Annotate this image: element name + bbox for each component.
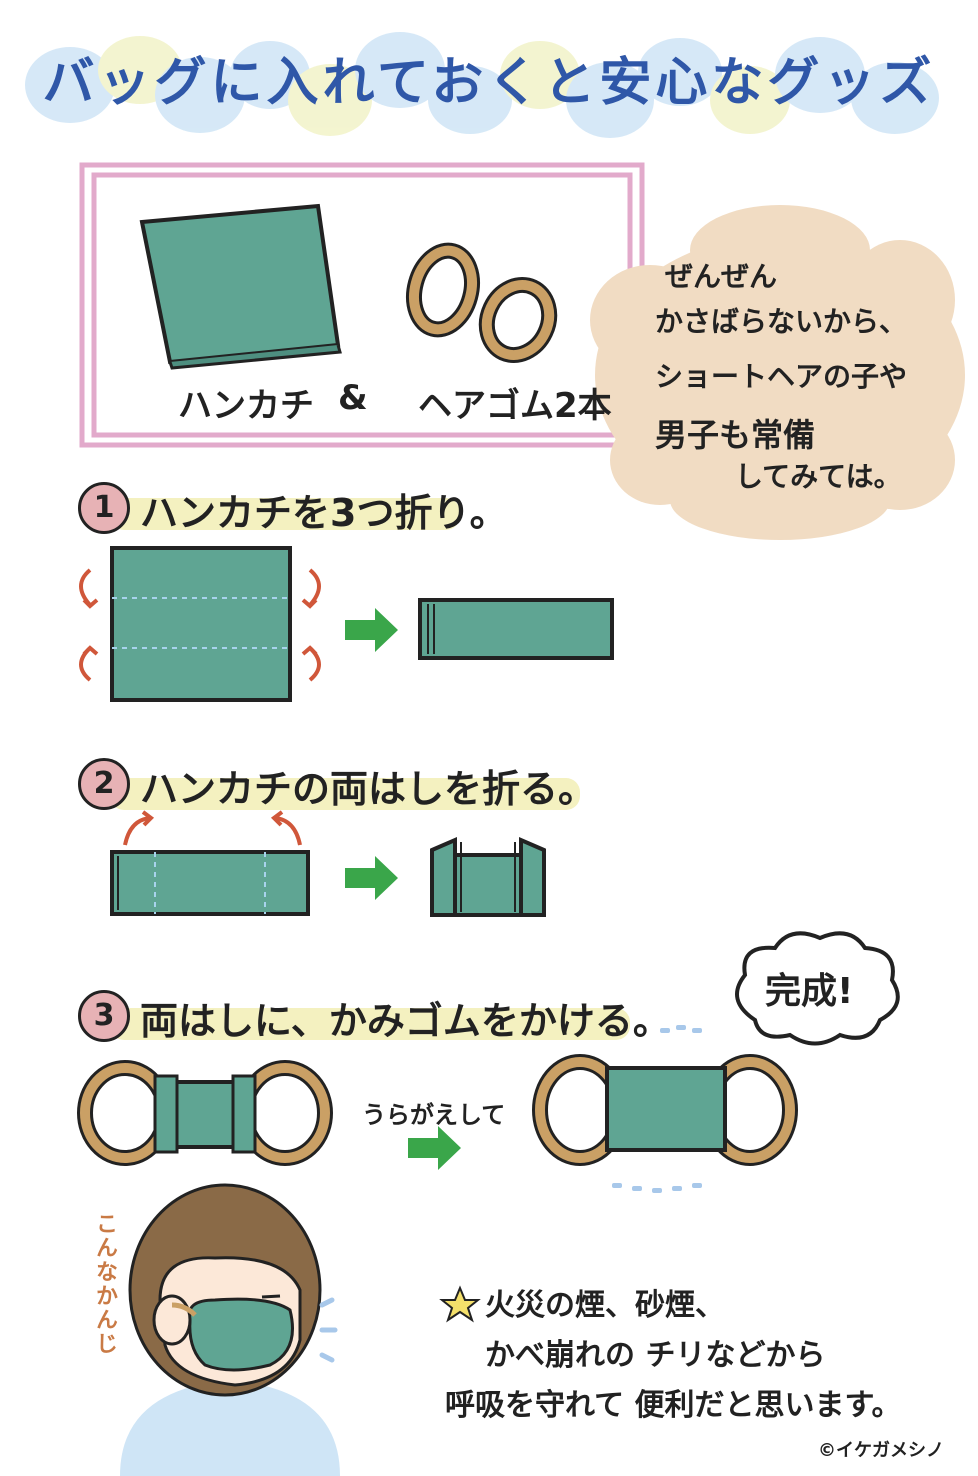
credit-label: ©イケガメシノ	[818, 1440, 944, 1461]
bottom-note-line-2: かべ崩れの チリなどから	[485, 1338, 826, 1373]
step1-fold-arrows	[79, 568, 321, 682]
step3-mask-with-ties	[77, 1060, 333, 1166]
step1-folded-strip	[418, 598, 614, 660]
step-3-text: 両はしに、かみゴムをかける。	[140, 999, 671, 1043]
bottom-note-line-3: 呼吸を守れて 便利だと思います。	[445, 1388, 902, 1423]
note-line-2: かさばらないから、	[655, 305, 908, 338]
handkerchief-label: ハンカチ	[178, 386, 314, 426]
page-title: バッグに入れておくと安心なグッズ	[42, 53, 936, 113]
step-3-number: 3	[78, 990, 130, 1042]
completed-mask	[532, 1025, 798, 1193]
note-cloud	[590, 205, 965, 540]
step2-arrow-icon	[345, 856, 398, 900]
step2-folded-strip	[110, 850, 310, 916]
person-illustration	[120, 1183, 340, 1476]
hair-tie-icon	[406, 242, 558, 364]
vertical-label: こんなかんじ	[92, 1212, 117, 1356]
note-line-4: 男子も常備	[655, 416, 816, 454]
bottom-note-line-1: 火災の煙、砂煙、	[485, 1288, 725, 1323]
star-icon	[439, 1285, 481, 1323]
flip-label: うらがえして	[362, 1101, 506, 1129]
title-background-blobs	[25, 32, 939, 138]
step-1-number: 1	[78, 482, 130, 534]
step-1-text: ハンカチを3つ折り。	[140, 491, 508, 535]
step3-arrow-icon	[408, 1126, 461, 1170]
ampersand-label: &	[338, 378, 368, 418]
hair-tie-label: ヘアゴム2本	[418, 386, 612, 426]
note-line-3: ショートヘアの子や	[655, 360, 908, 393]
complete-speech-cloud	[735, 931, 900, 1046]
complete-label: 完成!	[765, 971, 854, 1012]
note-line-1: ぜんぜん	[665, 260, 778, 293]
handkerchief-icon	[139, 203, 342, 370]
step-2-number: 2	[78, 758, 130, 810]
note-line-5: してみては。	[735, 460, 902, 493]
step-2-text: ハンカチの両はしを折る。	[140, 767, 597, 811]
step-highlights	[110, 498, 630, 1040]
step2-folded-ends	[430, 836, 546, 917]
step2-fold-arrows	[123, 810, 302, 846]
step1-arrow-icon	[345, 608, 398, 652]
step1-handkerchief-square	[110, 546, 292, 702]
